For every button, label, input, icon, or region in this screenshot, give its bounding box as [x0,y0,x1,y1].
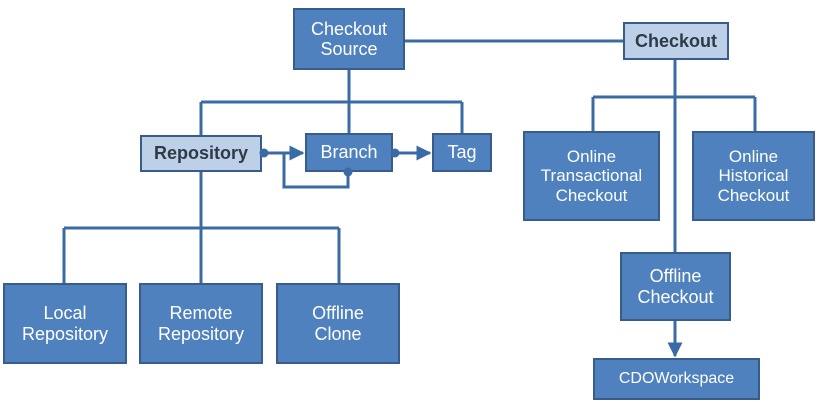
node-remote-repository[interactable]: Remote Repository [139,283,263,364]
node-repository-label: Repository [153,143,249,164]
node-cdoworkspace-label: CDOWorkspace [618,370,735,388]
node-remote-repository-label: Remote Repository [157,303,245,344]
node-cdoworkspace[interactable]: CDOWorkspace [593,358,760,400]
node-local-repository-label: Local Repository [21,303,109,344]
node-checkout[interactable]: Checkout [623,22,729,60]
edge-branch-self-loop [282,153,350,189]
node-repository[interactable]: Repository [140,135,262,172]
node-checkout-source-label: Checkout Source [310,18,388,59]
node-online-transactional-checkout[interactable]: Online Transactional Checkout [523,131,660,221]
node-tag-label: Tag [447,142,477,163]
node-checkout-label: Checkout [634,30,717,51]
node-branch-label: Branch [320,142,378,163]
node-online-transactional-checkout-label: Online Transactional Checkout [540,147,643,205]
node-branch[interactable]: Branch [305,133,393,172]
node-offline-checkout[interactable]: Offline Checkout [620,252,731,321]
node-offline-clone[interactable]: Offline Clone [276,283,400,364]
node-online-historical-checkout[interactable]: Online Historical Checkout [692,131,815,221]
node-local-repository[interactable]: Local Repository [3,283,127,364]
node-offline-clone-label: Offline Clone [312,303,364,344]
node-tag[interactable]: Tag [432,133,492,172]
node-checkout-source[interactable]: Checkout Source [293,8,405,70]
node-online-historical-checkout-label: Online Historical Checkout [717,147,790,205]
node-offline-checkout-label: Offline Checkout [637,266,714,307]
